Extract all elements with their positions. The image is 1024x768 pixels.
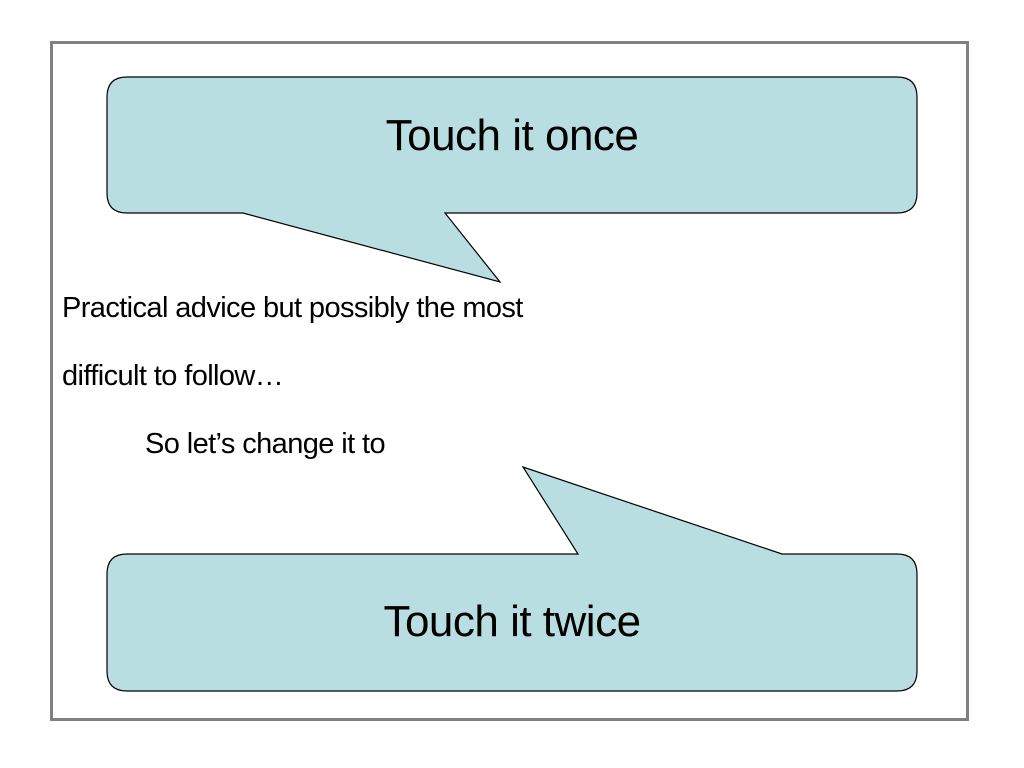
callout-top-label: Touch it once: [385, 111, 639, 160]
body-text-line-1: Practical advice but possibly the most: [62, 292, 523, 324]
callout-top-shape: [106, 76, 918, 284]
body-text-line-2: difficult to follow…: [62, 360, 284, 392]
callout-bottom-shape: [106, 465, 918, 692]
body-text-line-3: So let’s change it to: [145, 428, 386, 460]
callout-bottom-label: Touch it twice: [383, 597, 641, 646]
